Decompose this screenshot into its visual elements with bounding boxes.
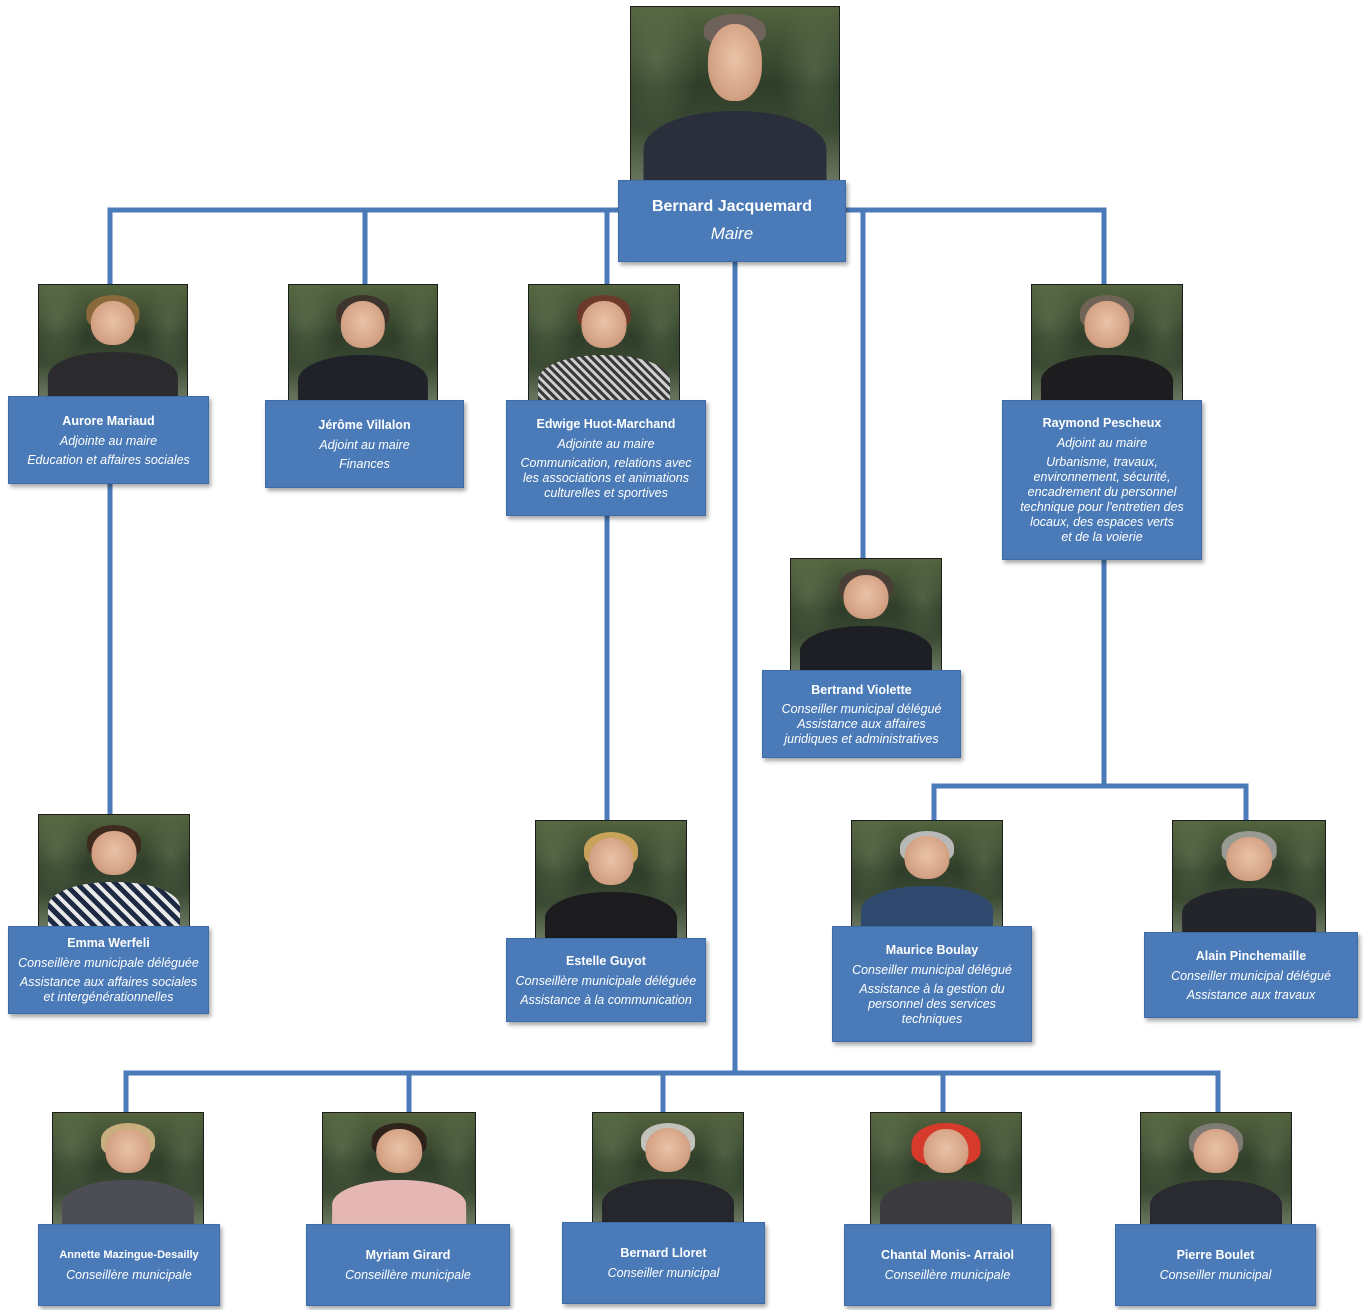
- card-annette-mazingue-desailly: Annette Mazingue-Desailly Conseillère mu…: [38, 1224, 220, 1306]
- card-raymond-pescheux: Raymond Pescheux Adjoint au maire Urbani…: [1002, 400, 1202, 560]
- photo-pierre-boulet: [1140, 1112, 1292, 1226]
- card-estelle-guyot: Estelle Guyot Conseillère municipale dél…: [506, 938, 706, 1022]
- person-dept: Assistance à la gestion du personnel des…: [859, 981, 1005, 1026]
- person-name: Annette Mazingue-Desailly: [59, 1248, 199, 1261]
- person-dept: Finances: [339, 456, 390, 471]
- mayor-name: Bernard Jacquemard: [651, 198, 813, 215]
- person-role: Conseiller municipal délégué: [1171, 968, 1331, 983]
- person-role: Conseiller municipal: [1159, 1267, 1272, 1282]
- photo-chantal-monis-arraiol: [870, 1112, 1022, 1226]
- person-name: Maurice Boulay: [885, 942, 979, 957]
- photo-myriam-girard: [322, 1112, 476, 1226]
- card-chantal-monis-arraiol: Chantal Monis- Arraiol Conseillère munic…: [844, 1224, 1051, 1306]
- person-name: Estelle Guyot: [566, 953, 646, 968]
- person-name: Alain Pinchemaille: [1195, 948, 1307, 963]
- person-name: Pierre Boulet: [1176, 1247, 1255, 1262]
- person-name: Bernard Lloret: [620, 1245, 707, 1260]
- photo-jerome-villalon: [288, 284, 438, 402]
- card-jerome-villalon: Jérôme Villalon Adjoint au maire Finance…: [265, 400, 464, 488]
- photo-raymond-pescheux: [1031, 284, 1183, 402]
- person-role: Conseiller municipal délégué: [852, 962, 1012, 977]
- card-edwige-huot-marchand: Edwige Huot-Marchand Adjointe au maire C…: [506, 400, 706, 516]
- person-name: Bertrand Violette: [811, 682, 912, 697]
- person-name: Chantal Monis- Arraiol: [881, 1247, 1014, 1262]
- person-dept: Urbanisme, travaux, environnement, sécur…: [1020, 455, 1184, 544]
- photo-estelle-guyot: [535, 820, 687, 940]
- person-name: Emma Werfeli: [67, 936, 150, 950]
- person-dept: Communication, relations avec les associ…: [520, 455, 692, 500]
- card-bernard-lloret: Bernard Lloret Conseiller municipal: [562, 1222, 765, 1304]
- person-name: Aurore Mariaud: [62, 413, 155, 428]
- person-name: Edwige Huot-Marchand: [536, 416, 676, 431]
- person-name: Myriam Girard: [365, 1247, 451, 1262]
- person-role: Conseillère municipale: [884, 1267, 1011, 1282]
- person-name: Raymond Pescheux: [1042, 416, 1162, 430]
- person-role: Conseiller municipal délégué: [781, 701, 942, 716]
- card-alain-pinchemaille: Alain Pinchemaille Conseiller municipal …: [1144, 932, 1358, 1018]
- person-role: Adjoint au maire: [319, 437, 410, 452]
- person-dept: Education et affaires sociales: [27, 452, 190, 467]
- card-myriam-girard: Myriam Girard Conseillère municipale: [306, 1224, 510, 1306]
- person-dept: Assistance à la communication: [520, 992, 692, 1007]
- person-dept: Assistance aux affaires sociales et inte…: [19, 975, 198, 1004]
- person-name: Jérôme Villalon: [318, 417, 411, 432]
- photo-bernard-lloret: [592, 1112, 744, 1224]
- photo-bertrand-violette: [790, 558, 942, 672]
- person-role: Adjointe au maire: [59, 433, 158, 448]
- person-role: Conseiller municipal: [607, 1265, 720, 1280]
- photo-aurore-mariaud: [38, 284, 188, 398]
- card-maurice-boulay: Maurice Boulay Conseiller municipal délé…: [832, 926, 1032, 1042]
- person-role: Adjointe au maire: [557, 436, 655, 451]
- photo-alain-pinchemaille: [1172, 820, 1326, 934]
- photo-maurice-boulay: [851, 820, 1003, 930]
- card-mayor: Bernard Jacquemard Maire: [618, 180, 846, 262]
- person-dept: Assistance aux travaux: [1186, 987, 1316, 1002]
- card-bertrand-violette: Bertrand Violette Conseiller municipal d…: [762, 670, 961, 758]
- card-pierre-boulet: Pierre Boulet Conseiller municipal: [1115, 1224, 1316, 1306]
- photo-edwige-huot-marchand: [528, 284, 680, 402]
- card-emma-werfeli: Emma Werfeli Conseillère municipale délé…: [8, 926, 209, 1014]
- photo-mayor: [630, 6, 840, 182]
- person-dept: Assistance aux affaires juridiques et ad…: [784, 716, 939, 746]
- card-aurore-mariaud: Aurore Mariaud Adjointe au maire Educati…: [8, 396, 209, 484]
- person-role: Conseillère municipale déléguée: [515, 973, 697, 988]
- person-role: Conseillère municipale: [66, 1267, 192, 1282]
- person-role: Conseillère municipale: [345, 1267, 471, 1282]
- person-role: Adjoint au maire: [1056, 436, 1148, 450]
- photo-annette-mazingue-desailly: [52, 1112, 204, 1226]
- photo-emma-werfeli: [38, 814, 190, 928]
- person-role: Conseillère municipale déléguée: [18, 956, 199, 970]
- mayor-role: Maire: [710, 224, 754, 243]
